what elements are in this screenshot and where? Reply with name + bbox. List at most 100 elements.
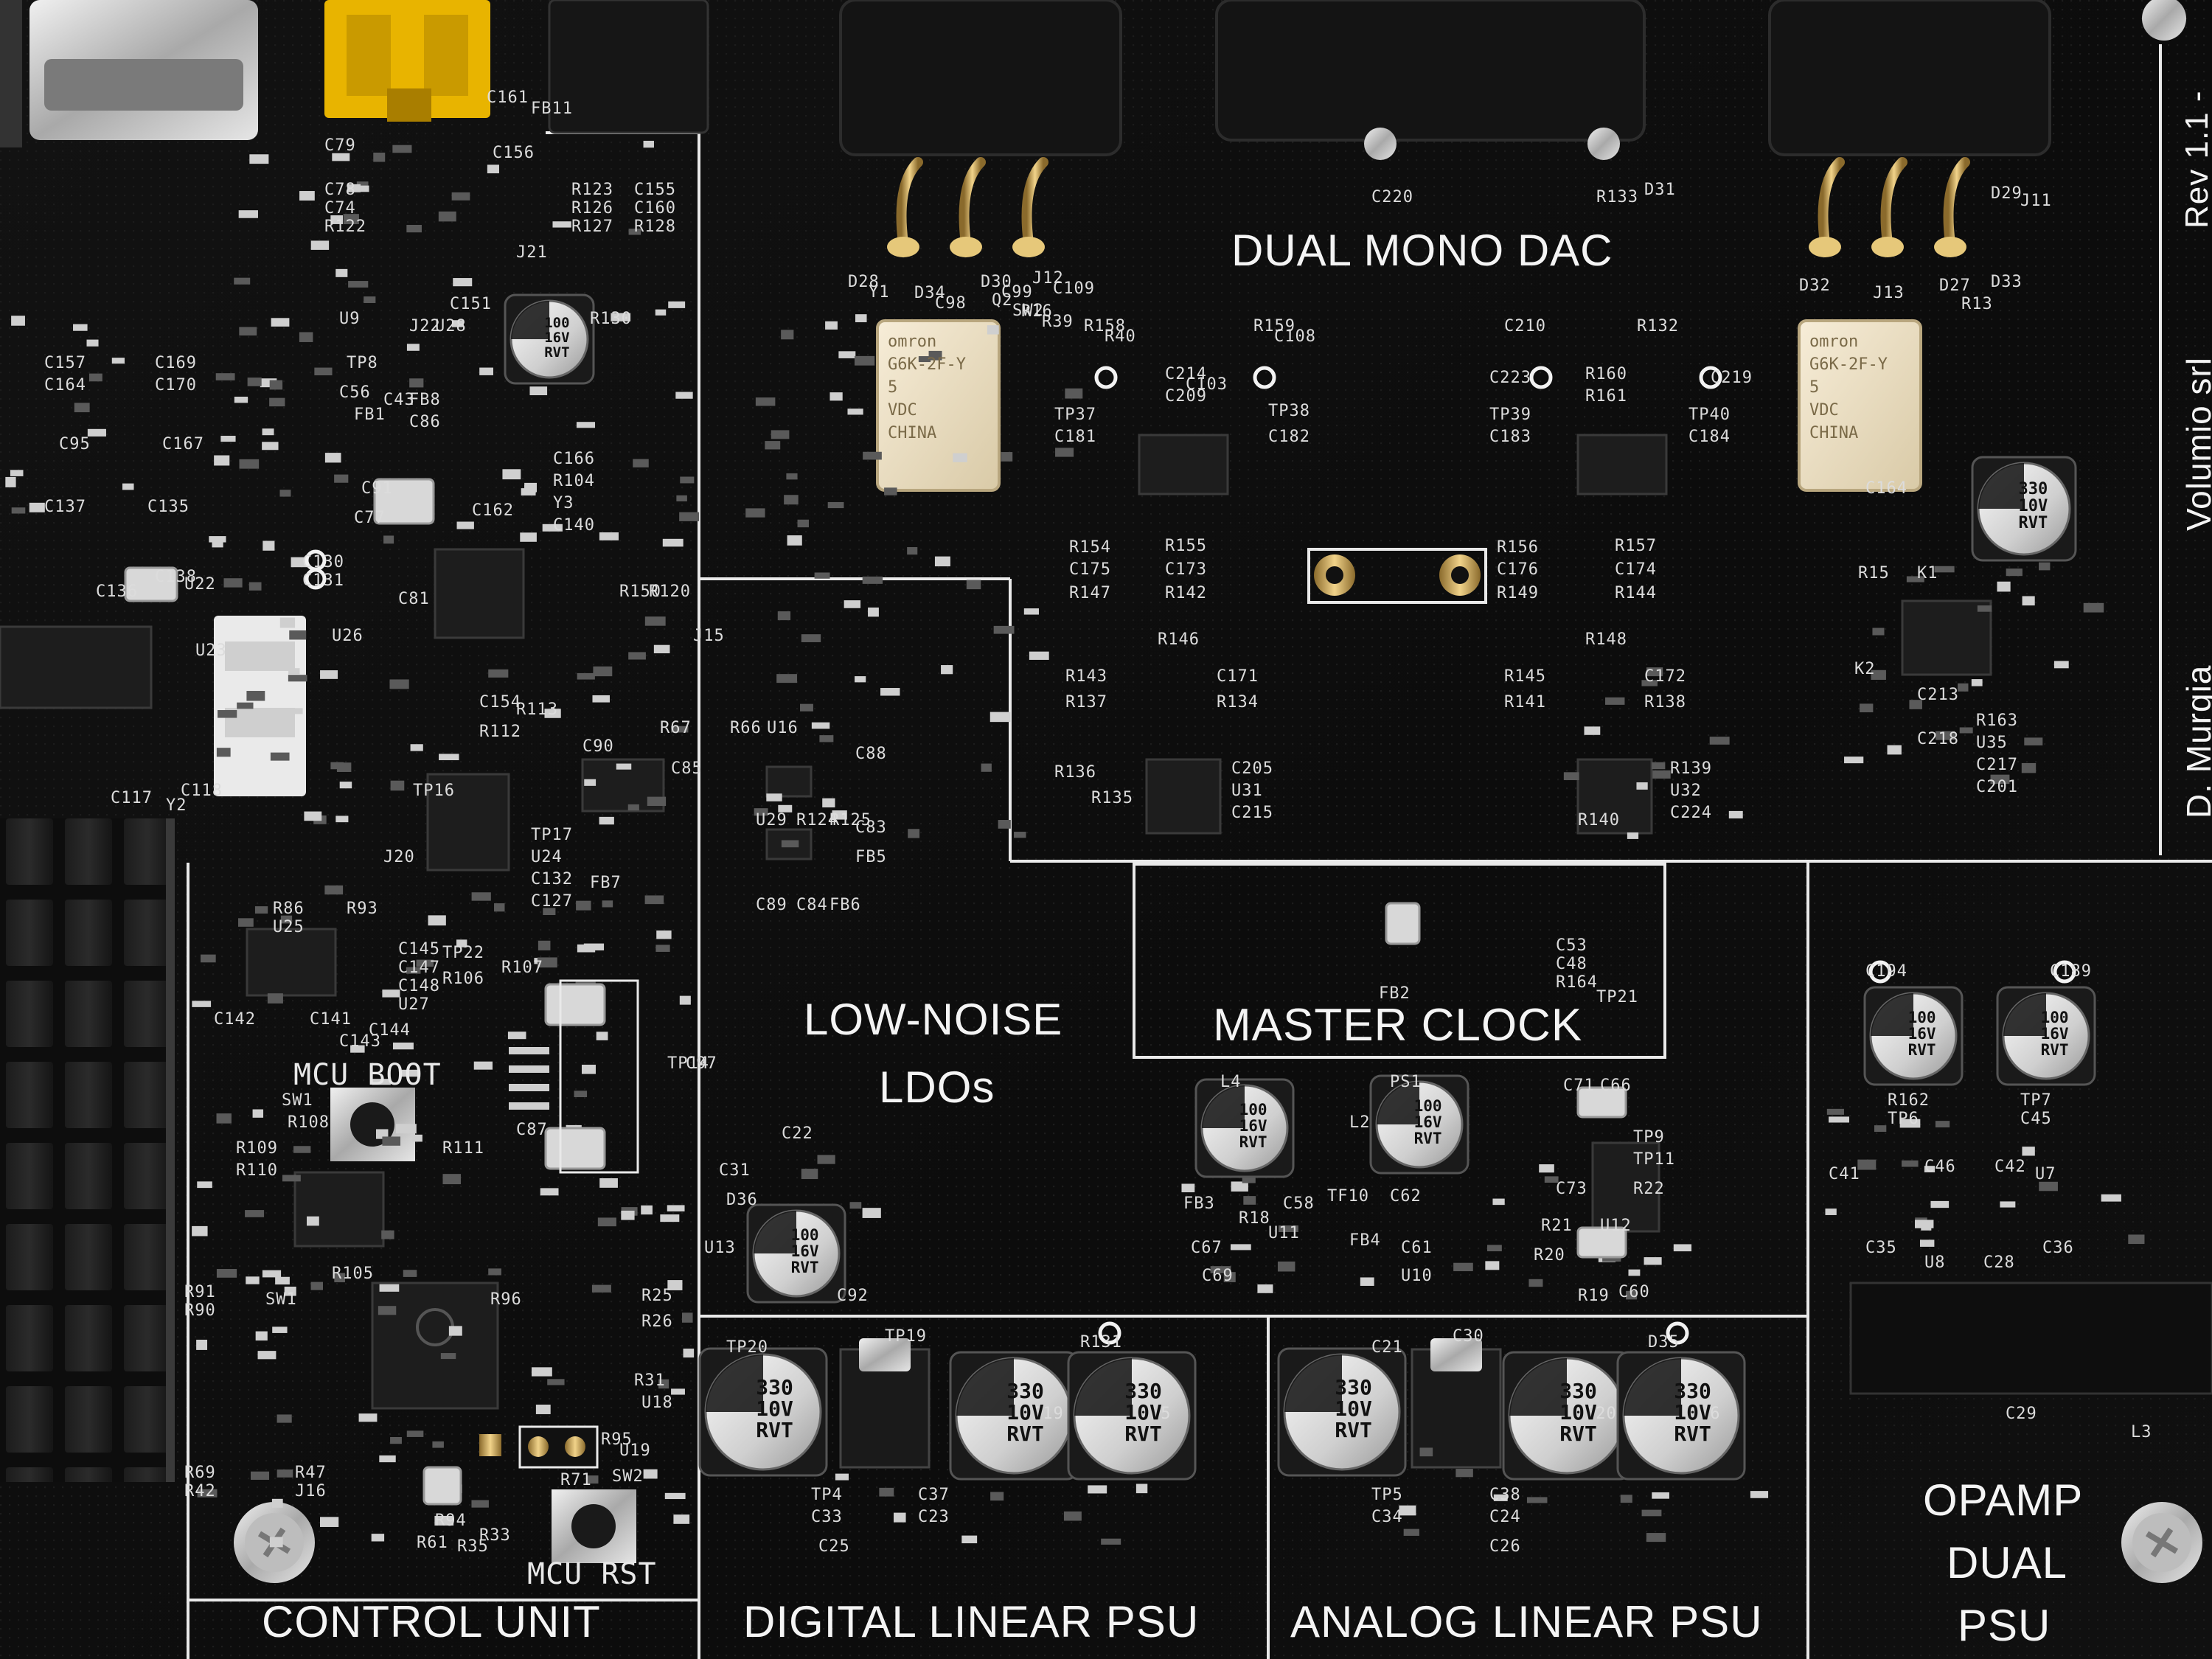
designator-label: L4 <box>1220 1073 1242 1091</box>
designator-label: TP19 <box>885 1327 927 1346</box>
designator-label: C23 <box>918 1508 950 1526</box>
designator-label: R122 <box>324 218 366 236</box>
designator-label: R128 <box>634 218 676 236</box>
designator-label: U27 <box>398 995 430 1014</box>
designator-label: R33 <box>479 1526 511 1545</box>
relay-k2-text: G6K-2F-Y <box>888 355 966 374</box>
designator-label: C77 <box>354 509 386 527</box>
designator-label: C84 <box>796 896 828 914</box>
designator-label: C99 <box>1001 283 1033 302</box>
designator-label: C60 <box>1618 1283 1650 1301</box>
designator-label: R94 <box>435 1512 467 1530</box>
designator-label: R148 <box>1585 630 1627 649</box>
designator-label: C35 <box>1865 1239 1897 1257</box>
mcu-rst-label: MCU RST <box>527 1557 657 1591</box>
designator-label: TP14 <box>667 1054 709 1073</box>
designator-label: C215 <box>1231 804 1273 822</box>
designator-label: R127 <box>571 218 613 236</box>
designator-label: U16 <box>767 719 799 737</box>
designator-label: C144 <box>369 1021 411 1040</box>
capacitor-c56 <box>504 293 595 385</box>
electrolytic-capacitors <box>504 293 2096 1481</box>
capacitor-c34 <box>1616 1351 1746 1481</box>
designator-label: FB2 <box>1379 984 1411 1003</box>
designator-label: U7 <box>2035 1165 2056 1183</box>
designator-label: D36 <box>726 1191 758 1209</box>
section-title-opamp-line3: PSU <box>1958 1601 2051 1650</box>
section-title-digital-psu: DIGITAL LINEAR PSU <box>743 1597 1200 1646</box>
designator-label: TP37 <box>1054 406 1096 424</box>
designator-label: R91 <box>184 1283 216 1301</box>
designator-label: C224 <box>1670 804 1712 822</box>
designator-label: C108 <box>1274 327 1316 346</box>
designator-label: FB7 <box>590 874 622 892</box>
relay-k1-text: omron <box>1809 333 1859 351</box>
company-text: Volumio srl <box>2180 357 2212 531</box>
designator-label: C66 <box>1600 1077 1632 1095</box>
designator-label: R47 <box>295 1464 327 1482</box>
designator-label: R162 <box>1888 1091 1930 1110</box>
designator-label: U25 <box>273 918 305 936</box>
designator-label: C214 <box>1165 365 1207 383</box>
designator-label: C218 <box>1917 730 1959 748</box>
designator-label: R149 <box>1497 584 1539 602</box>
designator-label: C143 <box>339 1032 381 1051</box>
relay-k1-text: G6K-2F-Y <box>1809 355 1888 374</box>
designator-label: U12 <box>1600 1217 1632 1235</box>
designator-label: R31 <box>634 1371 666 1390</box>
section-title-control-unit: CONTROL UNIT <box>262 1597 601 1646</box>
designator-label: C83 <box>855 818 887 837</box>
designator-label: TF10 <box>1327 1187 1369 1206</box>
designator-label: TP20 <box>726 1338 768 1357</box>
designator-label: R16 <box>1021 302 1053 321</box>
designator-label: R157 <box>1615 537 1657 555</box>
designator-label: C91 <box>361 479 393 498</box>
designator-label: C38 <box>1489 1486 1521 1504</box>
capacitor-c38 <box>1502 1351 1632 1481</box>
designator-label: C137 <box>44 498 86 516</box>
designator-label: R123 <box>571 181 613 199</box>
capacitor-c185 <box>1971 456 2077 562</box>
designator-label: U11 <box>1268 1224 1300 1242</box>
designator-label: C138 <box>155 568 197 586</box>
designator-label: TP6 <box>1888 1110 1919 1128</box>
designator-label: R154 <box>1069 538 1111 557</box>
designator-label: C103 <box>1186 375 1228 394</box>
designator-label: U32 <box>1670 782 1702 800</box>
section-title-dual-mono-dac: DUAL MONO DAC <box>1231 226 1613 275</box>
designator-label: R143 <box>1065 667 1107 686</box>
designator-label: R133 <box>1596 188 1638 206</box>
designator-label: R108 <box>288 1113 330 1132</box>
designator-label: J13 <box>1873 284 1905 302</box>
designator-label: R120 <box>649 582 691 601</box>
designator-label: PS1 <box>1390 1073 1422 1091</box>
designator-label: C194 <box>1865 962 1907 981</box>
designator-label: C169 <box>155 354 197 372</box>
designator-label: U10 <box>1401 1267 1433 1285</box>
designator-label: C183 <box>1489 428 1531 446</box>
designator-label: R110 <box>236 1161 278 1180</box>
smd-components <box>5 140 2145 1548</box>
designator-label: C30 <box>1453 1327 1484 1346</box>
designator-label: C155 <box>634 181 676 199</box>
test-points <box>305 366 2076 1345</box>
designator-label: C161 <box>487 88 529 107</box>
designator-label: C90 <box>582 737 614 756</box>
designator-label: J12 <box>1032 269 1064 288</box>
designator-label: U9 <box>339 310 361 328</box>
designator-label: C147 <box>398 959 440 977</box>
capacitor-c66 <box>1369 1074 1470 1175</box>
designator-label: C148 <box>398 977 440 995</box>
designator-label: C92 <box>837 1287 869 1305</box>
designator-label: R40 <box>1105 327 1136 346</box>
designator-label: C28 <box>1983 1253 2015 1272</box>
relay-k2-text: omron <box>888 333 937 351</box>
designator-label: C67 <box>1191 1239 1222 1257</box>
designator-label: C209 <box>1165 387 1207 406</box>
designator-label: R113 <box>516 700 558 719</box>
designator-label: R140 <box>1578 811 1620 830</box>
